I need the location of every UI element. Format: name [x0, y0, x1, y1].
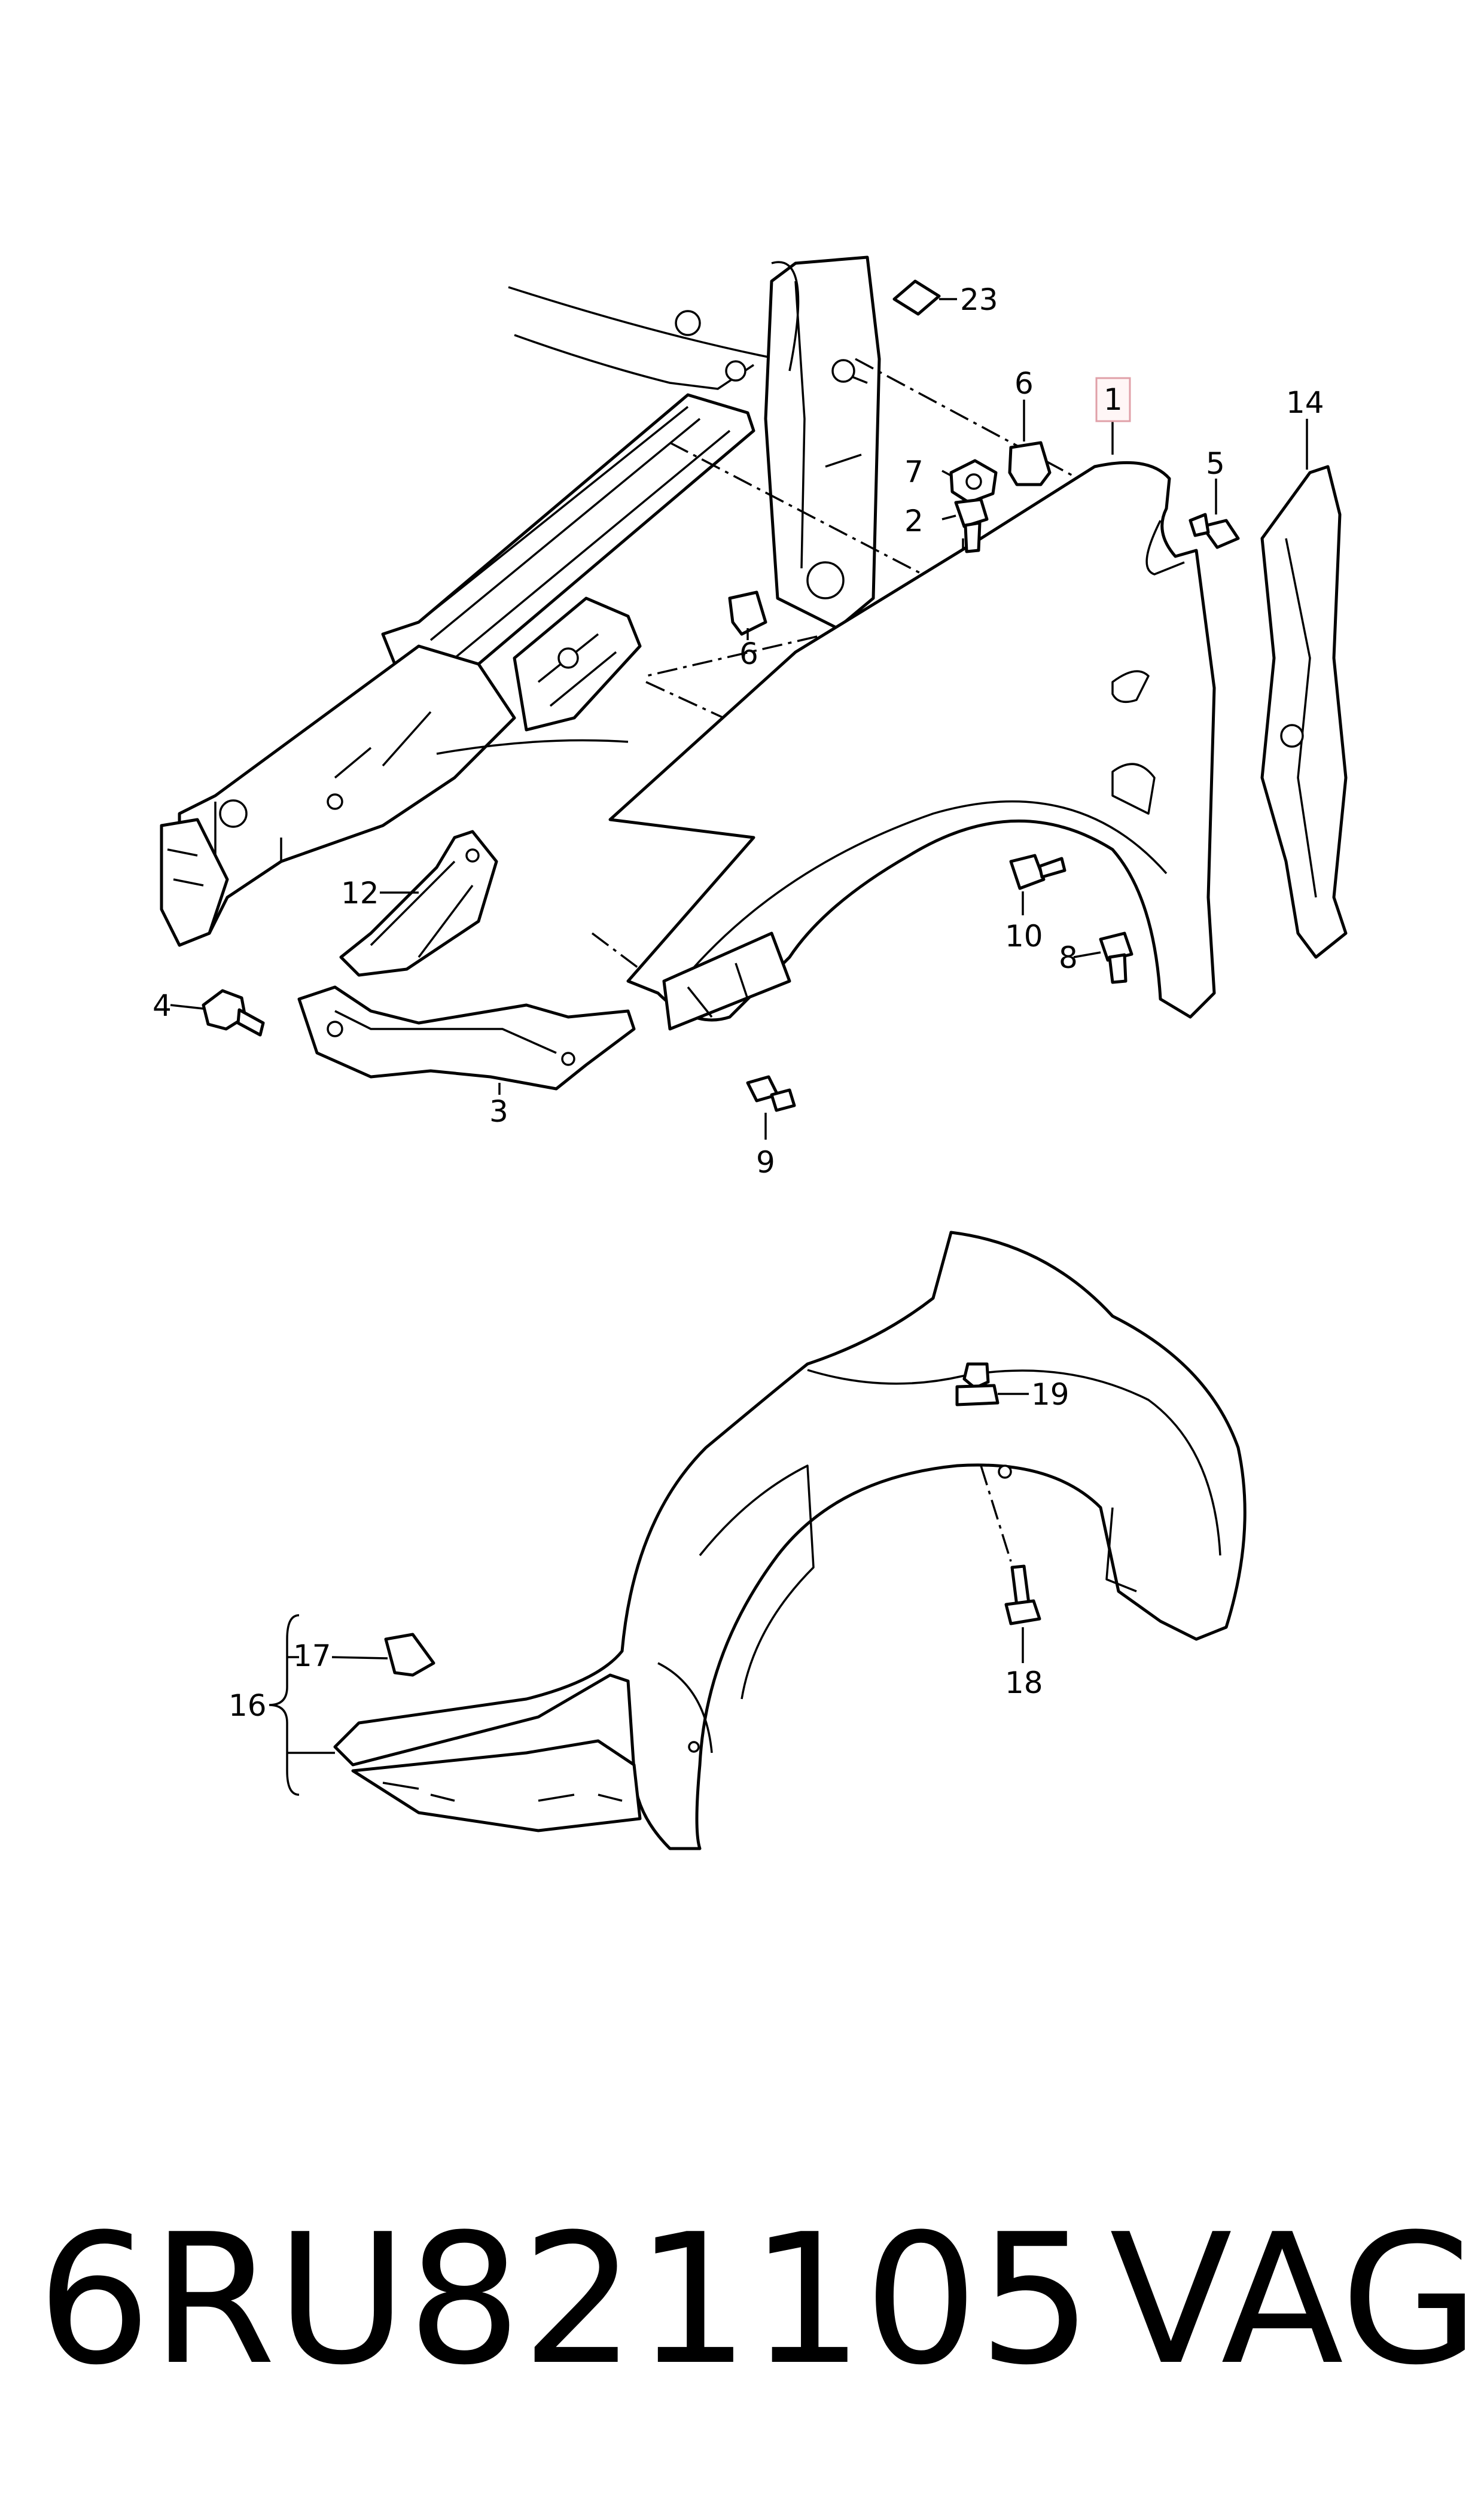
callout-1-highlight [1095, 377, 1131, 422]
bolt-4-icon[interactable] [202, 989, 265, 1037]
part-number-label: 6RU821105 [37, 2196, 1093, 2404]
callout-3[interactable]: 3 [489, 1094, 508, 1129]
clip-17-icon[interactable] [384, 1633, 435, 1677]
callout-2[interactable]: 2 [904, 504, 924, 538]
bolt-2-icon[interactable] [954, 498, 989, 553]
callout-6-upper[interactable]: 6 [1014, 366, 1034, 401]
leader-lines [170, 298, 1308, 1796]
screw-18-icon[interactable] [1004, 1564, 1041, 1625]
callout-10[interactable]: 10 [1005, 919, 1043, 954]
brand-label: VAG [1110, 2196, 1480, 2404]
clip-6-lower-icon[interactable] [728, 590, 767, 636]
callout-6-lower[interactable]: 6 [739, 637, 758, 671]
screw-19-icon[interactable] [955, 1362, 1000, 1406]
fasteners [202, 279, 1240, 1677]
bolt-9-icon[interactable] [746, 1075, 796, 1112]
callout-4[interactable]: 4 [153, 988, 172, 1023]
callout-19[interactable]: 19 [1031, 1377, 1069, 1412]
callout-23[interactable]: 23 [960, 282, 998, 317]
bolt-8-icon[interactable] [1099, 931, 1133, 984]
callout-1[interactable]: 1 [1104, 382, 1123, 417]
bolt-5-icon[interactable] [1189, 513, 1240, 549]
callout-8[interactable]: 8 [1059, 940, 1078, 975]
front-fender[interactable] [608, 461, 1216, 1031]
body-structure [160, 255, 881, 947]
clip-6-upper-icon[interactable] [1008, 441, 1052, 486]
callout-16[interactable]: 16 [228, 1688, 267, 1723]
callout-9[interactable]: 9 [756, 1145, 775, 1180]
callout-18[interactable]: 18 [1005, 1666, 1043, 1700]
wheel-arch-liner[interactable] [333, 1231, 1247, 1850]
bracket-3[interactable] [297, 985, 636, 1091]
fender-seal-strip[interactable] [1260, 465, 1348, 959]
callout-7[interactable]: 7 [904, 455, 924, 489]
callout-5[interactable]: 5 [1206, 446, 1225, 481]
nut-7-icon[interactable] [949, 459, 998, 504]
callouts: 1 2 3 4 5 6 6 7 8 9 10 12 14 16 17 18 19… [153, 282, 1324, 1723]
bracket-12[interactable] [339, 830, 498, 977]
callout-17[interactable]: 17 [293, 1639, 331, 1673]
callout-14[interactable]: 14 [1286, 385, 1324, 420]
plug-23-icon[interactable] [892, 279, 941, 316]
callout-12[interactable]: 12 [341, 876, 379, 911]
bolt-10-icon[interactable] [1009, 854, 1066, 890]
